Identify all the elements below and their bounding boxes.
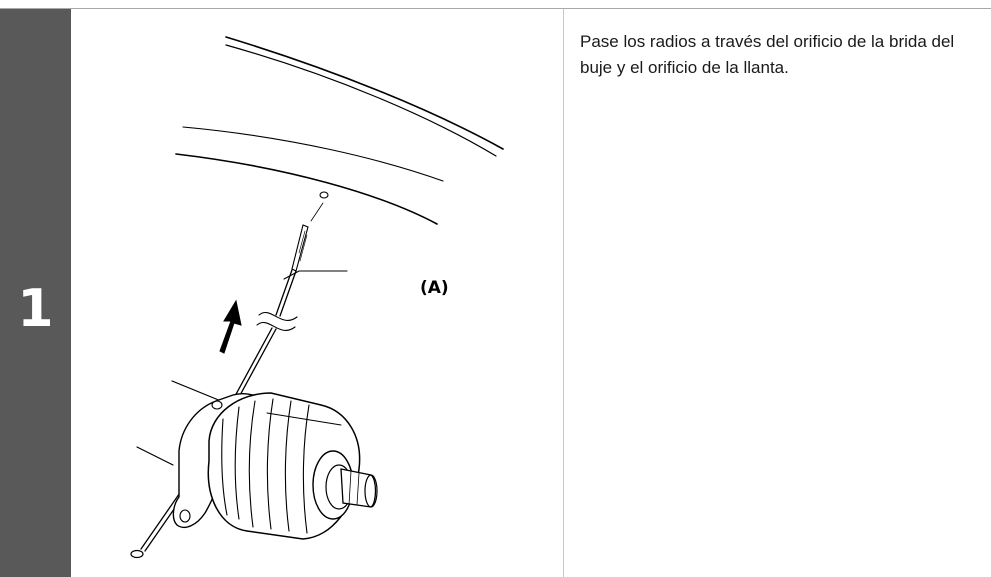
spoke-threaded-end [291,224,309,272]
flange-hole [179,509,191,523]
instruction-text: Pase los radios a través del orificio de… [580,32,955,77]
column-divider [563,9,564,577]
rim-inner-line [182,126,444,182]
step-number: 1 [17,279,54,339]
spoke-break-symbol [258,312,298,321]
step-number-bar: 1 [0,9,71,577]
rim-spoke-hole [319,191,329,199]
callout-leader [283,270,348,280]
illustration-svg [130,36,504,559]
hub-body-line [171,380,222,402]
spoke-guide-line [310,202,324,222]
spoke-upper [275,269,293,316]
rim-inner-line-2 [175,153,438,225]
rim-outer-line [225,36,504,150]
callout-label-a: (A) [420,278,449,298]
rim-outer-line-2 [225,44,497,157]
hub-spoke-illustration: (A) [71,9,563,577]
flange-hole-2 [211,400,223,410]
direction-arrow-icon [219,299,242,354]
top-rule [0,8,991,9]
spoke-head [130,549,144,559]
